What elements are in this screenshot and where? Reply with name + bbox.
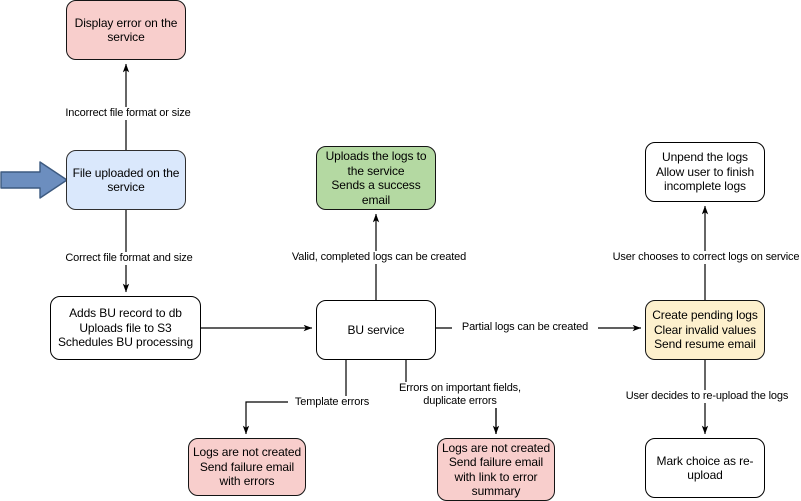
node-unpend-logs[interactable]: Unpend the logs Allow user to finish inc… (645, 142, 765, 202)
node-display-error[interactable]: Display error on the service (66, 0, 186, 60)
edge-label-incorrect-format: Incorrect file format or size (53, 107, 203, 120)
node-bu-service[interactable]: BU service (316, 300, 436, 360)
node-mark-choice-reupload[interactable]: Mark choice as re- upload (645, 438, 765, 498)
node-create-pending-logs[interactable]: Create pending logs Clear invalid values… (645, 300, 765, 360)
node-logs-not-created-errors[interactable]: Logs are not created Send failure email … (188, 438, 306, 496)
edge-label-correct-format: Correct file format and size (54, 252, 204, 265)
edge-label-partial-logs: Partial logs can be created (452, 321, 598, 334)
node-logs-not-created-summary[interactable]: Logs are not created Send failure email … (437, 438, 555, 501)
edge-label-user-reuploads: User decides to re-upload the logs (613, 390, 801, 403)
node-uploads-logs[interactable]: Uploads the logs to the service Sends a … (316, 146, 436, 210)
edge-label-user-corrects-logs: User chooses to correct logs on service (606, 251, 801, 264)
node-adds-bu-record[interactable]: Adds BU record to db Uploads file to S3 … (50, 296, 201, 360)
edge-label-valid-logs: Valid, completed logs can be created (281, 251, 477, 264)
node-file-uploaded[interactable]: File uploaded on the service (66, 150, 186, 210)
incoming-upload-arrow (0, 161, 68, 199)
edge-label-template-errors: Template errors (288, 396, 376, 409)
edge-label-important-field-errors: Errors on important fields, duplicate er… (392, 382, 528, 408)
